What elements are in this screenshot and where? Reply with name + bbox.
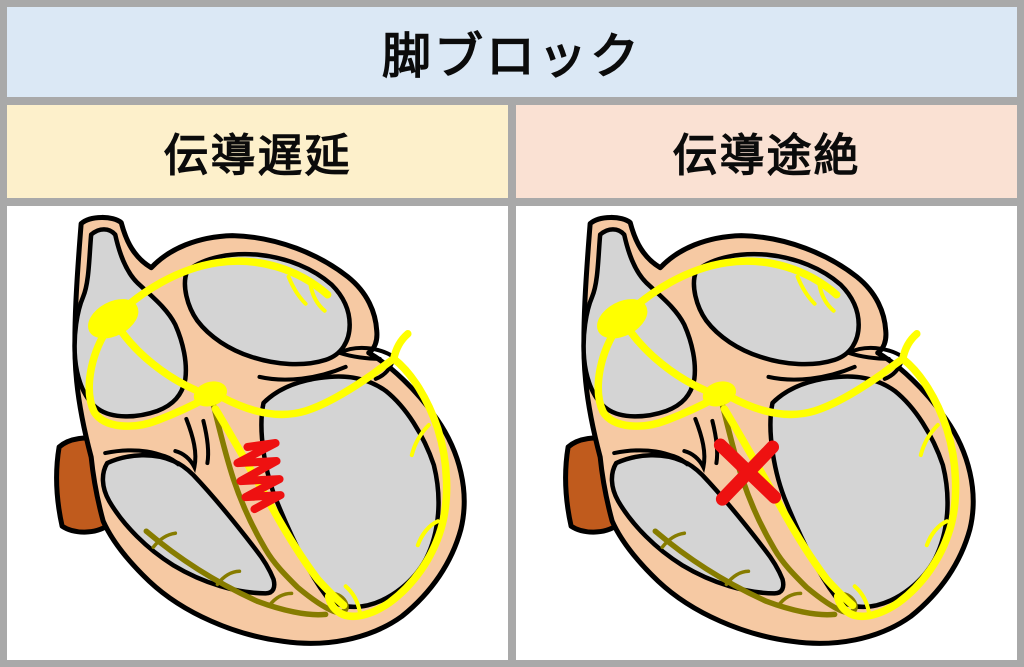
title-bar: 脚ブロック — [7, 7, 1017, 97]
heart-diagram-block — [516, 206, 1017, 660]
heart-diagram-delay — [7, 206, 508, 660]
conduction-block-cross-mark — [713, 438, 782, 506]
column-header-block-label: 伝導途絶 — [672, 130, 861, 181]
column-header-delay-label: 伝導遅延 — [163, 130, 352, 181]
panel-conduction-block — [516, 206, 1017, 660]
column-header-block: 伝導途絶 — [516, 105, 1017, 198]
conduction-delay-zigzag-mark — [233, 439, 285, 514]
column-header-delay: 伝導遅延 — [7, 105, 508, 198]
panel-conduction-delay — [7, 206, 508, 660]
page-title: 脚ブロック — [381, 29, 642, 84]
